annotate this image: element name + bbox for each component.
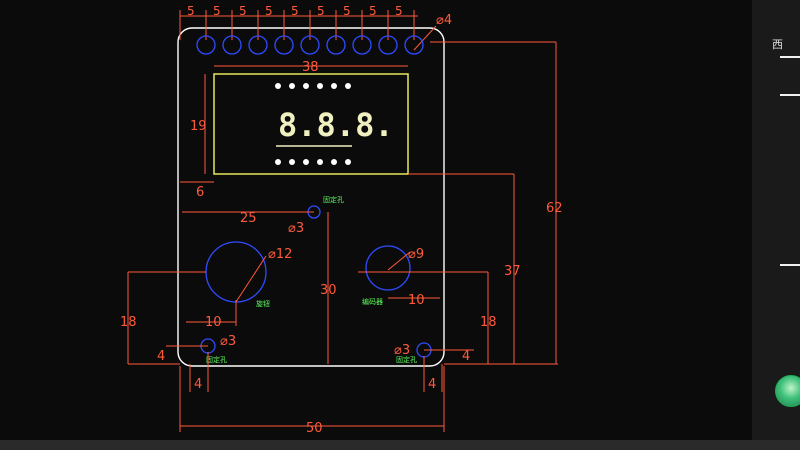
right-4-v-label: 4 [428, 377, 436, 392]
side-panel-marker [780, 264, 800, 266]
knob-diameter-label: ⌀12 [268, 247, 292, 262]
dim-30-label: 30 [320, 283, 337, 298]
encoder-circle [365, 245, 411, 291]
pitch-label: 5 [213, 4, 221, 18]
top-hole-diameter-label: ⌀4 [436, 13, 452, 28]
pitch-label: 5 [343, 4, 351, 18]
header-holes [196, 35, 424, 55]
left-hole-dia-label: ⌀3 [220, 334, 236, 349]
dim-62-label: 62 [546, 201, 563, 216]
pitch-label: 5 [291, 4, 299, 18]
right-hole-dia-label: ⌀3 [394, 343, 410, 358]
side-panel-char: 西 [772, 38, 783, 51]
knob-offset-label: 10 [205, 315, 222, 330]
top-pitch-dimensions [179, 10, 418, 40]
pitch-label: 5 [239, 4, 247, 18]
knob-leader [235, 255, 267, 303]
fix-hole-note-right: 固定孔 [396, 355, 417, 364]
top-hole-leader [413, 25, 437, 51]
knob-circle [205, 241, 267, 303]
display-digits: 8.8.8. [278, 106, 394, 144]
display-pin-dots [275, 83, 351, 165]
pitch-label: 5 [395, 4, 403, 18]
side-panel-marker [780, 56, 800, 58]
dim-25-label: 25 [240, 211, 257, 226]
left-4-h-label: 4 [157, 349, 165, 364]
display-offset-label: 6 [196, 185, 204, 200]
pitch-label: 5 [265, 4, 273, 18]
display-frame [213, 73, 409, 175]
display-width-label: 38 [302, 60, 319, 75]
right-18-label: 18 [480, 315, 497, 330]
dim-37-label: 37 [504, 264, 521, 279]
fix-hole-note-left: 固定孔 [206, 355, 227, 364]
pitch-label: 5 [369, 4, 377, 18]
pitch-label: 5 [187, 4, 195, 18]
knob-note: 旋钮 [256, 299, 270, 308]
fix-hole-note-top: 固定孔 [323, 195, 344, 204]
green-circle-icon[interactable] [775, 375, 800, 407]
left-4-v-label: 4 [194, 377, 202, 392]
width-50-label: 50 [306, 421, 323, 436]
board-outline [177, 27, 445, 367]
side-panel-marker [780, 94, 800, 96]
display-height-label: 19 [190, 119, 207, 134]
encoder-note: 编码器 [362, 297, 383, 306]
encoder-leader [387, 251, 411, 271]
bottom-bar [0, 440, 800, 450]
fix-hole-top-dia: ⌀3 [288, 221, 304, 236]
encoder-offset-label: 10 [408, 293, 425, 308]
encoder-diameter-label: ⌀9 [408, 247, 424, 262]
left-18-label: 18 [120, 315, 137, 330]
pitch-label: 5 [317, 4, 325, 18]
right-4-h-label: 4 [462, 349, 470, 364]
